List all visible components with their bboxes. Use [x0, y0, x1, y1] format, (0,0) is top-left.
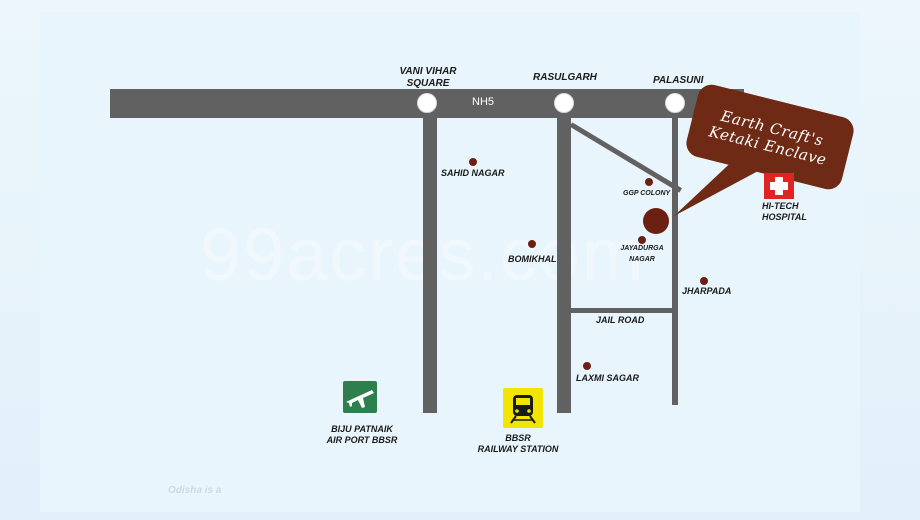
- label-hospital: HI-TECH HOSPITAL: [762, 201, 807, 222]
- marker-sahid-nagar: [469, 158, 477, 166]
- road-palasuni: [672, 115, 678, 405]
- road-vani-vihar: [423, 115, 437, 413]
- label-rasulgarh: RASULGARH: [533, 72, 597, 83]
- road-rasulgarh: [557, 115, 571, 413]
- marker-jayadurga-nagar: [638, 236, 646, 244]
- faint-caption: Odisha is a: [168, 485, 222, 496]
- label-railway-station: BBSR RAILWAY STATION: [477, 433, 559, 454]
- hospital-cross-icon: [764, 173, 794, 199]
- highway-label: NH5: [472, 96, 495, 108]
- marker-ggp-colony: [645, 178, 653, 186]
- project-location-marker: [643, 208, 669, 234]
- train-icon: [503, 388, 543, 428]
- marker-bomikhal: [528, 240, 536, 248]
- label-ggp-colony: GGP COLONY: [623, 190, 671, 197]
- label-palasuni: PALASUNI: [653, 75, 704, 86]
- road-jail-road: [571, 308, 674, 313]
- label-airport: BIJU PATNAIK AIR PORT BBSR: [326, 424, 398, 445]
- label-laxmi-sagar: LAXMI SAGAR: [576, 373, 639, 383]
- label-bomikhal: BOMIKHAL: [508, 254, 557, 264]
- junction-palasuni: [665, 93, 685, 113]
- label-vani-vihar: VANI VIHAR SQUARE: [399, 66, 457, 89]
- junction-rasulgarh: [554, 93, 574, 113]
- callout-pointer: [674, 154, 760, 216]
- marker-jharpada: [700, 277, 708, 285]
- label-jharpada: JHARPADA: [682, 286, 732, 296]
- label-jail-road: JAIL ROAD: [596, 315, 645, 325]
- junction-vani-vihar: [417, 93, 437, 113]
- airplane-icon: [343, 381, 377, 413]
- label-sahid-nagar: SAHID NAGAR: [441, 168, 505, 178]
- label-jayadurga-nagar: JAYADURGA NAGAR: [620, 245, 664, 263]
- marker-laxmi-sagar: [583, 362, 591, 370]
